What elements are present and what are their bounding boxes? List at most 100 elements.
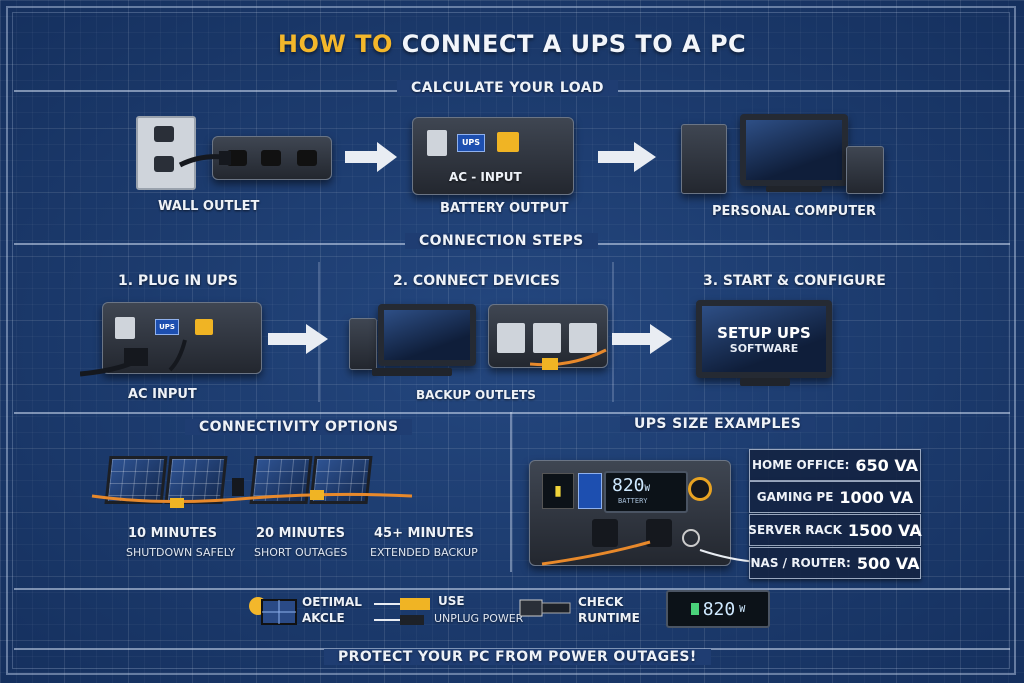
socket-icon [497, 323, 525, 353]
ups-device-icon: UPS AC - INPUT [412, 117, 574, 195]
size-name: GAMING PE [756, 490, 834, 504]
footer-text: PROTECT YOUR PC FROM POWER OUTAGES! [324, 649, 711, 665]
usb-cable-icon [374, 598, 430, 625]
power-strip-icon [212, 136, 332, 180]
runtime-display: 820 W [666, 590, 770, 628]
arrow-right-icon [598, 142, 656, 172]
socket-icon [533, 323, 561, 353]
ac-input-step-label: AC INPUT [128, 387, 197, 402]
ups-device-icon: UPS [102, 302, 262, 374]
status-led-icon [690, 603, 699, 615]
monitor-icon [740, 114, 848, 186]
plug-cable-icon [178, 151, 231, 168]
monitor-icon [378, 304, 476, 366]
usb-port-icon [497, 132, 519, 152]
pc-tower-icon [681, 124, 727, 194]
size-name: NAS / ROUTER: [750, 556, 851, 570]
socket-icon [154, 156, 174, 172]
divider-tips [14, 588, 1010, 590]
power-button-icon[interactable] [688, 477, 712, 501]
port-icon [682, 529, 700, 547]
ac-input-label: AC - INPUT [449, 170, 522, 184]
ups-badge [578, 473, 602, 509]
speaker-icon [846, 146, 884, 194]
section-load-title: CALCULATE YOUR LOAD [397, 80, 618, 96]
size-server-rack: SERVER RACK 1500 VA [748, 514, 922, 546]
step-divider [612, 262, 614, 402]
size-value: 1500 VA [847, 520, 922, 540]
step1-title: 1. PLUG IN UPS [118, 273, 238, 289]
keyboard-icon [372, 368, 452, 376]
ups-badge: UPS [155, 319, 179, 335]
monitor-stand-icon [740, 378, 790, 386]
divider-lower [14, 412, 1010, 414]
lcd-readout: 820W [612, 475, 650, 496]
personal-computer-label: PERSONAL COMPUTER [712, 204, 876, 219]
option-2-time: 20 MINUTES [256, 526, 345, 541]
section-sizes-title: UPS SIZE EXAMPLES [620, 416, 816, 432]
socket-icon [115, 317, 135, 339]
option-3-desc: EXTENDED BACKUP [370, 546, 478, 559]
backup-outlets-label: BACKUP OUTLETS [416, 388, 536, 402]
tip-optimal-line2: AKCLE [302, 611, 345, 625]
size-name: HOME OFFICE: [751, 458, 850, 472]
socket-icon [297, 150, 317, 166]
setup-screen-icon: SETUP UPS SOFTWARE [696, 300, 832, 378]
arrow-right-icon [345, 142, 397, 172]
ups-lcd-display: 820W BATTERY [604, 471, 688, 513]
size-value: 1000 VA [839, 487, 914, 507]
connector-icon [519, 599, 571, 617]
socket-icon [261, 150, 281, 166]
outer-frame [6, 6, 1016, 675]
tip-use: USE [438, 594, 465, 608]
step3-title: 3. START & CONFIGURE [703, 273, 886, 289]
pc-tower-icon [349, 318, 377, 370]
arrow-right-icon [268, 324, 328, 354]
section-connectivity-title: CONNECTIVITY OPTIONS [185, 419, 413, 435]
orange-cable-icon [530, 348, 607, 370]
divider-vertical [510, 412, 512, 572]
status-light-icon: ▮ [542, 473, 574, 509]
socket-icon [227, 150, 247, 166]
size-home-office: HOME OFFICE: 650 VA [749, 449, 921, 481]
wall-outlet-label: WALL OUTLET [158, 199, 260, 214]
setup-screen-line1: SETUP UPS [717, 323, 811, 342]
ups-cable-icon [541, 540, 759, 566]
tip-check-line1: CHECK [578, 595, 624, 609]
setup-screen-line2: SOFTWARE [729, 341, 799, 355]
step2-title: 2. CONNECT DEVICES [393, 273, 560, 289]
socket-icon [427, 130, 447, 156]
lcd-label: BATTERY [618, 497, 648, 505]
sun-panel-icon [249, 597, 297, 625]
outlet-strip-icon [488, 304, 608, 368]
option-2-desc: SHORT OUTAGES [254, 546, 348, 559]
socket-icon [592, 519, 618, 547]
battery-output-label: BATTERY OUTPUT [440, 201, 569, 216]
socket-icon [646, 519, 672, 547]
tip-unplug: UNPLUG POWER [434, 612, 524, 625]
size-value: 500 VA [856, 553, 920, 573]
size-nas-router: NAS / ROUTER: 500 VA [749, 547, 921, 579]
arrow-right-icon [612, 324, 672, 354]
step-divider [318, 262, 320, 402]
keyboard-icon [766, 186, 822, 192]
socket-icon [569, 323, 597, 353]
runtime-unit: W [739, 603, 746, 615]
runtime-readout: 820 [702, 598, 736, 620]
socket-icon [154, 126, 174, 142]
section-steps-title: CONNECTION STEPS [405, 233, 598, 249]
tip-check-line2: RUNTIME [578, 611, 640, 625]
panel-cable-icon [91, 478, 413, 508]
option-1-desc: SHUTDOWN SAFELY [126, 546, 236, 559]
wall-outlet-icon [136, 116, 196, 190]
size-value: 650 VA [855, 455, 919, 475]
option-1-time: 10 MINUTES [128, 526, 217, 541]
ups-badge: UPS [457, 134, 485, 152]
option-3-time: 45+ MINUTES [374, 526, 474, 541]
usb-port-icon [195, 319, 213, 335]
page-title: HOW TO CONNECT A UPS TO A PC [277, 30, 747, 58]
inner-frame [12, 12, 1010, 669]
tip-optimal-line1: OETIMAL [302, 595, 362, 609]
size-name: SERVER RACK [748, 523, 842, 537]
power-cable-icon [80, 339, 187, 377]
